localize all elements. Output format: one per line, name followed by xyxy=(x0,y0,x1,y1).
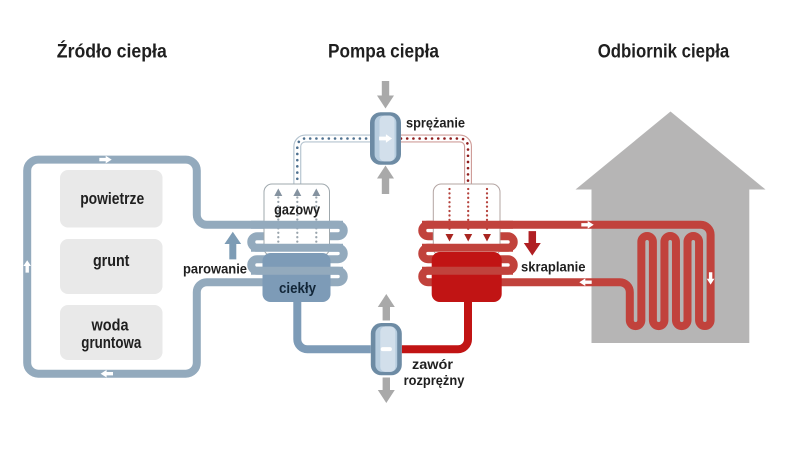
svg-text:rozprężny: rozprężny xyxy=(404,372,465,388)
svg-text:gazowy: gazowy xyxy=(274,202,321,219)
svg-text:sprężanie: sprężanie xyxy=(406,114,465,130)
svg-text:woda: woda xyxy=(91,317,130,335)
svg-text:gruntowa: gruntowa xyxy=(81,334,142,352)
svg-text:skraplanie: skraplanie xyxy=(521,258,586,274)
svg-text:powietrze: powietrze xyxy=(80,190,144,208)
svg-text:ciekły: ciekły xyxy=(279,280,317,297)
svg-text:grunt: grunt xyxy=(93,252,130,270)
svg-text:parowanie: parowanie xyxy=(183,261,247,277)
svg-text:Źródło ciepła: Źródło ciepła xyxy=(57,40,167,63)
svg-text:Odbiornik ciepła: Odbiornik ciepła xyxy=(598,41,730,63)
svg-text:Pompa ciepła: Pompa ciepła xyxy=(328,41,439,63)
svg-text:zawór: zawór xyxy=(412,356,454,372)
